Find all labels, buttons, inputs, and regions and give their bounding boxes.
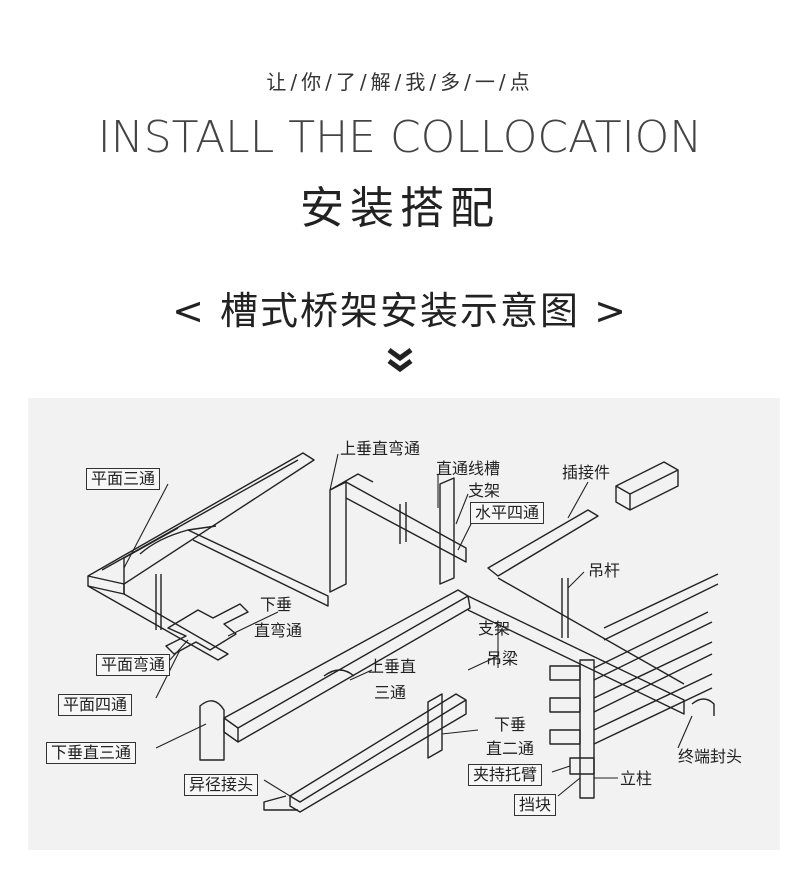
label-reducer: 异径接头: [184, 774, 259, 796]
upper-vertical-tee: [323, 669, 355, 677]
header-section: 让/你/了/解/我/多/一/点 INSTALL THE COLLOCATION …: [0, 0, 800, 395]
label-lower-vertical-tee: 下垂直三通: [46, 742, 137, 764]
label-hanger-beam: 吊梁: [486, 649, 519, 668]
label-flat-elbow: 平面弯通: [96, 654, 171, 676]
stop-block: [569, 757, 595, 775]
upper-vertical-elbow: [329, 481, 347, 593]
end-cap: [691, 698, 715, 716]
column: [579, 659, 595, 799]
diagram-drawing: [87, 452, 719, 813]
label-hanger-rod: 吊杆: [588, 561, 621, 580]
clamp-bracket-3: [549, 729, 581, 745]
label-lower-vertical-straight-1: 下垂: [494, 715, 527, 734]
flat-cross-piece: [165, 603, 249, 655]
label-horizontal-cross: 水平四通: [470, 502, 545, 524]
label-upper-vertical-elbow: 上垂直弯通: [340, 439, 421, 458]
label-lower-vertical-straight-2: 直二通: [486, 739, 535, 758]
clamp-bracket-2: [549, 697, 581, 713]
tray-right-upper: [487, 509, 599, 577]
label-plug-connector: 插接件: [562, 463, 611, 482]
clamp-bracket-1: [549, 665, 581, 681]
cable-tray-diagram: 上垂直弯通 直通线槽 插接件 支架 水平四通 平面三通 吊杆 下垂 直弯通 支架…: [28, 398, 780, 850]
double-chevron-down-icon: [387, 347, 413, 373]
tray-top-left: [87, 452, 315, 585]
english-title: INSTALL THE COLLOCATION: [97, 112, 703, 163]
label-clamp-bracket: 夹持托臂: [468, 764, 543, 786]
label-lower-vertical-elbow-2: 直弯通: [254, 621, 303, 640]
reducer: [263, 795, 298, 811]
label-flat-cross: 平面四通: [58, 694, 133, 716]
label-straight-trough: 直通线槽: [436, 459, 501, 478]
hanger-rod-right: [561, 578, 569, 638]
diagram-subtitle: < 槽式桥架安装示意图 >: [172, 289, 628, 333]
label-stop-block: 挡块: [514, 794, 557, 816]
ladder-lines: [593, 573, 719, 745]
tray-lower: [289, 693, 467, 803]
straight-trough-vertical: [439, 477, 455, 585]
label-lower-vertical-elbow-1: 下垂: [260, 595, 293, 614]
label-column: 立柱: [620, 769, 653, 788]
label-upper-vertical-tee-2: 三通: [374, 683, 407, 702]
label-flat-tee: 平面三通: [86, 468, 161, 490]
label-end-cap: 终端封头: [678, 747, 743, 766]
plug-connector-block: [615, 461, 679, 511]
hanger-rod-left: [155, 574, 162, 630]
tray-branch: [187, 529, 329, 607]
label-bracket-top: 支架: [468, 481, 501, 500]
label-bracket-mid: 支架: [478, 619, 511, 638]
label-upper-vertical-tee-1: 上垂直: [368, 657, 417, 676]
tray-right-lower: [467, 595, 685, 715]
chinese-title: 安装搭配: [300, 183, 500, 234]
lower-vertical-tee: [199, 700, 225, 761]
tagline: 让/你/了/解/我/多/一/点: [266, 70, 534, 94]
lower-vertical-straight: [427, 693, 443, 759]
